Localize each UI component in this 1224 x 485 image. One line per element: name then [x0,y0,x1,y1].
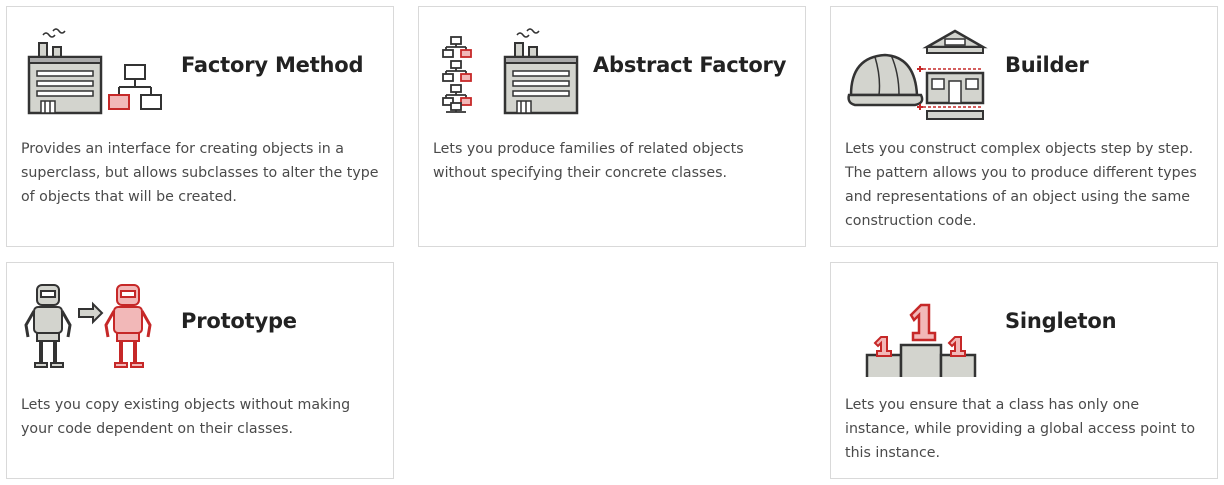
card-builder[interactable]: Builder Lets you construct complex objec… [830,6,1218,247]
singleton-icon [845,277,995,377]
card-description: Lets you copy existing objects without m… [21,397,351,437]
card-description: Lets you produce families of related obj… [433,141,744,181]
card-description: Lets you ensure that a class has only on… [845,397,1196,461]
card-abstract-factory[interactable]: Abstract Factory Lets you produce famili… [418,6,806,247]
card-title: Prototype [181,309,297,333]
card-title: Singleton [1005,309,1117,333]
card-title: Factory Method [181,53,364,77]
card-singleton[interactable]: Singleton Lets you ensure that a class h… [830,262,1218,479]
card-description: Lets you construct complex objects step … [845,141,1197,229]
abstract-factory-icon [433,21,583,121]
factory-method-icon [21,21,171,121]
card-prototype[interactable]: Prototype Lets you copy existing objects… [6,262,394,479]
prototype-icon [21,277,171,377]
card-description: Provides an interface for creating objec… [21,141,379,205]
card-title: Builder [1005,53,1089,77]
card-title: Abstract Factory [593,53,787,77]
builder-icon [845,21,995,121]
card-factory-method[interactable]: Factory Method Provides an interface for… [6,6,394,247]
